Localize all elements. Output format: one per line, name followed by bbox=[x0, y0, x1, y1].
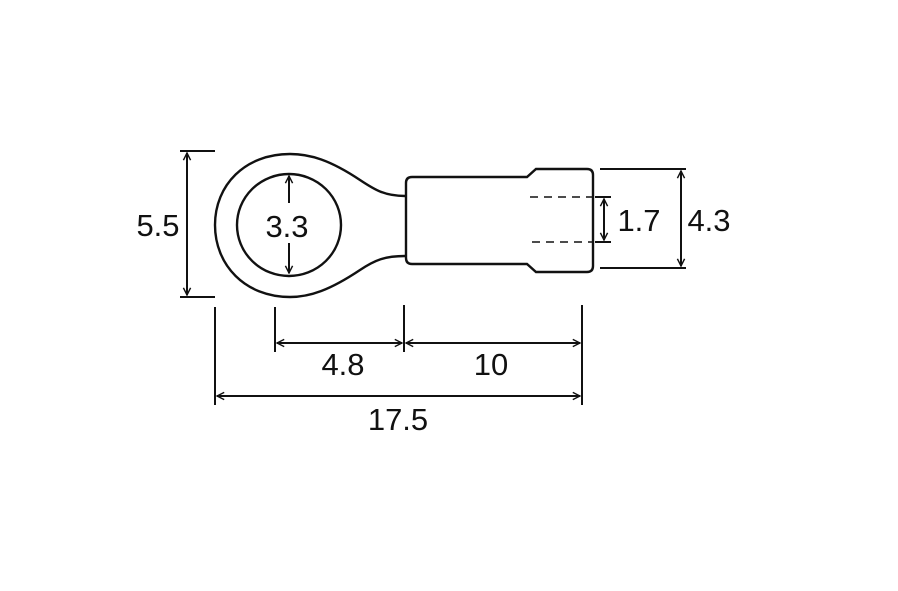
dim-label-4-8: 4.8 bbox=[321, 347, 364, 382]
ring-hole bbox=[235, 172, 343, 278]
dim-label-10: 10 bbox=[474, 347, 508, 382]
dim-label-5-5: 5.5 bbox=[136, 208, 179, 243]
dim-label-1-7: 1.7 bbox=[617, 203, 660, 238]
dim-center-to-barrel: 4.8 bbox=[277, 343, 402, 382]
terminal-outline bbox=[213, 152, 595, 299]
dim-hole-diameter: 3.3 bbox=[265, 176, 309, 273]
dim-barrel-length: 10 bbox=[406, 343, 580, 382]
barrel-sleeve bbox=[404, 167, 595, 274]
dim-bore-diameter: 1.7 bbox=[595, 196, 661, 243]
dim-barrel-diameter: 4.3 bbox=[600, 168, 731, 269]
dim-ring-height: 5.5 bbox=[136, 150, 215, 298]
extension-lines bbox=[214, 305, 583, 405]
dim-label-4-3: 4.3 bbox=[687, 203, 730, 238]
dim-overall-length: 17.5 bbox=[217, 396, 580, 437]
dim-label-17-5: 17.5 bbox=[368, 402, 428, 437]
dim-label-3-3: 3.3 bbox=[265, 209, 308, 244]
